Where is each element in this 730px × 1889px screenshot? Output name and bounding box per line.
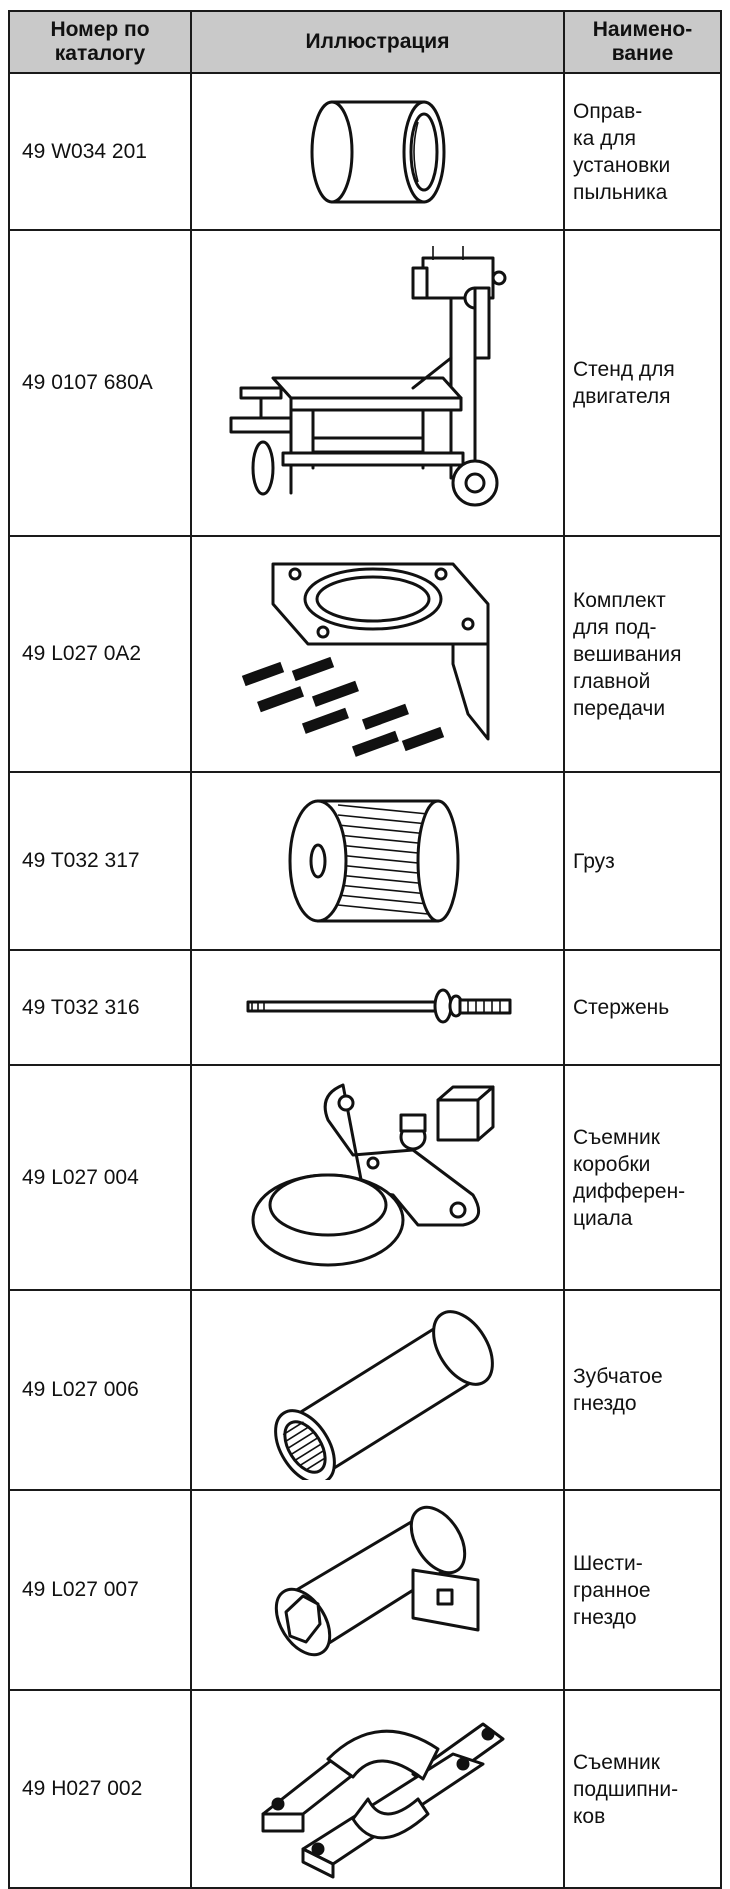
table-header-row: Номер по каталогу Иллюстрация Наимено-ва… (8, 10, 722, 74)
catalog-number: 49 L027 007 (8, 1489, 192, 1691)
hex-socket-icon (274, 1505, 479, 1657)
bearing-puller-icon (261, 1722, 504, 1879)
header-illustration-text: Иллюстрация (305, 30, 450, 53)
tool-name: Стенд для двигателя (563, 229, 722, 537)
header-illustration: Иллюстрация (190, 10, 565, 74)
tool-name: Комплект для под- вешивания главной пере… (563, 535, 722, 773)
catalog-number: 49 0107 680A (8, 229, 192, 537)
header-catalog-text: Номер по каталогу (50, 18, 150, 65)
catalog-number: 49 T032 317 (8, 771, 192, 951)
header-name: Наимено-вание (563, 10, 722, 74)
tool-name: Груз (563, 771, 722, 951)
tool-name: Шести- гранное гнездо (563, 1489, 722, 1691)
tool-name: Зубчатое гнездо (563, 1289, 722, 1491)
rod-icon (246, 988, 511, 1023)
splined-socket-icon (273, 1310, 494, 1480)
header-name-text: Наимено-вание (592, 18, 693, 65)
table-row: 49 L027 006 Зубчатое гнездо (8, 1289, 722, 1491)
table-row: 49 L027 004 (8, 1064, 722, 1291)
catalog-number: 49 T032 316 (8, 949, 192, 1066)
catalog-number: 49 L027 006 (8, 1289, 192, 1491)
table-row: 49 T032 317 Груз (8, 771, 722, 951)
catalog-number: 49 W034 201 (8, 72, 192, 231)
sleeve-installer-icon (310, 100, 445, 203)
table-row: 49 L027 0A2 (8, 535, 722, 773)
tool-name: Съемник коробки дифферен- циала (563, 1064, 722, 1291)
table-row: 49 T032 316 Стержень (8, 949, 722, 1066)
weight-icon (288, 799, 459, 923)
tools-table: Номер по каталогу Иллюстрация Наимено-ва… (8, 10, 722, 1889)
catalog-number: 49 L027 0A2 (8, 535, 192, 773)
tool-name: Съемник подшипни- ков (563, 1689, 722, 1889)
tool-name: Оправ- ка для установки пыльника (563, 72, 722, 231)
tool-name: Стержень (563, 949, 722, 1066)
catalog-number: 49 L027 004 (8, 1064, 192, 1291)
catalog-number: 49 H027 002 (8, 1689, 192, 1889)
mounting-kit-icon (241, 562, 489, 757)
table-row: 49 W034 201 Оправ- ка для установки пыль… (8, 72, 722, 231)
header-catalog: Номер по каталогу (8, 10, 192, 74)
table-row: 49 0107 680A (8, 229, 722, 537)
table-row: 49 L027 007 Шести- гранное гнездо (8, 1489, 722, 1691)
table-row: 49 H027 002 (8, 1689, 722, 1889)
differential-puller-icon (251, 1083, 494, 1267)
engine-stand-icon (229, 246, 506, 507)
